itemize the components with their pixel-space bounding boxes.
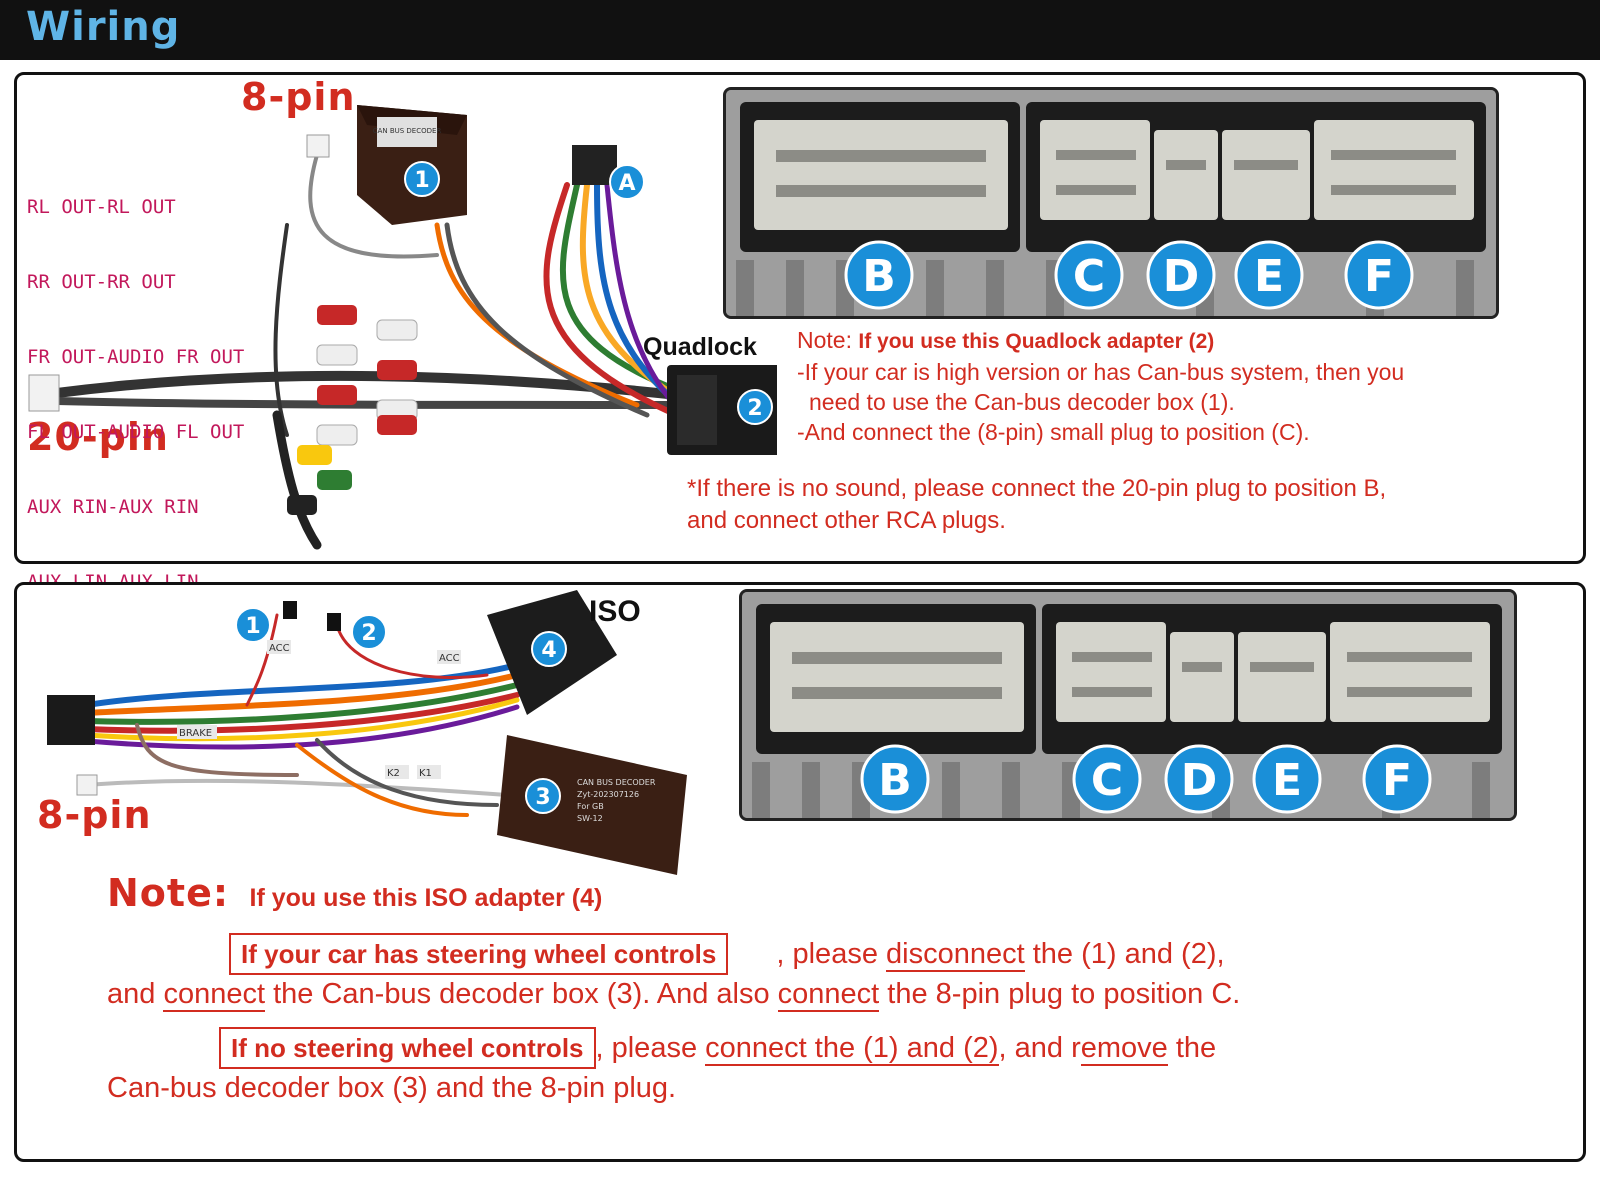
iso-harness-illustration: CAN BUS DECODER Zyt-202307126 For GB SW-…: [47, 590, 687, 875]
rca-mapping-list: RL OUT-RL OUT RR OUT-RR OUT FR OUT-AUDIO…: [27, 145, 244, 645]
position-e-badge: E: [1252, 744, 1322, 818]
svg-text:CAN BUS DECODER: CAN BUS DECODER: [577, 778, 656, 787]
marker-a: A: [609, 164, 645, 200]
text-span: the Can-bus decoder box (3). And also: [265, 978, 778, 1010]
underline-connect: connect: [163, 978, 266, 1012]
text-span: the: [1167, 1032, 1217, 1064]
svg-text:2: 2: [747, 396, 762, 421]
svg-text:C: C: [1073, 251, 1105, 302]
text-span: the (1) and (2),: [1024, 938, 1225, 970]
steering-controls-box: If your car has steering wheel controls: [229, 933, 729, 975]
note-line: -If your car is high version or has Can-…: [797, 359, 1405, 385]
svg-text:F: F: [1364, 251, 1394, 302]
underline-connect-1-2: connect the (1) and (2): [705, 1032, 999, 1066]
label-20-pin: 20-pin: [27, 415, 169, 459]
head-unit-connector-photo-bottom: B C D E F: [739, 589, 1517, 821]
svg-text:3: 3: [535, 785, 550, 810]
note-prefix: Note:: [107, 871, 230, 915]
quadlock-note: Note: If you use this Quadlock adapter (…: [797, 325, 1557, 447]
note-prefix: Note:: [797, 327, 852, 353]
tip-line: and connect other RCA plugs.: [687, 507, 1006, 534]
header-bar: Wiring: [0, 0, 1600, 60]
no-sound-tip: *If there is no sound, please connect th…: [687, 473, 1567, 537]
position-d-badge: D: [1146, 240, 1216, 315]
svg-text:For GB: For GB: [577, 802, 604, 811]
iso-panel: CAN BUS DECODER Zyt-202307126 For GB SW-…: [14, 582, 1586, 1162]
page-title: Wiring: [26, 4, 181, 50]
position-b-badge: B: [860, 744, 930, 818]
no-steering-controls-box: If no steering wheel controls: [219, 1027, 596, 1069]
marker-4: 4: [531, 631, 567, 667]
note-line: need to use the Can-bus decoder box (1).: [809, 389, 1235, 415]
underline-disconnect: disconnect: [886, 938, 1025, 972]
text-span: , please: [776, 938, 887, 970]
label-iso: ISO: [589, 595, 641, 628]
no-steering-controls-paragraph: If no steering wheel controls, please co…: [107, 1027, 1537, 1107]
label-8-pin-bottom: 8-pin: [37, 793, 152, 837]
position-b-badge: B: [844, 240, 914, 315]
rca-item: FR OUT-AUDIO FR OUT: [27, 346, 245, 368]
svg-text:2: 2: [361, 621, 376, 646]
svg-text:E: E: [1254, 251, 1284, 302]
rca-item: RL OUT-RL OUT: [27, 196, 176, 218]
wire-tag-k2: K2: [387, 768, 400, 779]
decoder-box-3-text: CAN BUS DECODER Zyt-202307126 For GB SW-…: [577, 778, 656, 823]
quadlock-harness-illustration: CAN BUS DECODER 1 A 2: [28, 105, 777, 550]
label-8-pin: 8-pin: [241, 75, 356, 119]
head-unit-connector-photo-top: B C D E F: [723, 87, 1499, 319]
underline-remove: emove: [1080, 1032, 1168, 1066]
text-span: the 8-pin plug to position C.: [879, 978, 1241, 1010]
marker-1: 1: [235, 607, 271, 643]
svg-text:A: A: [618, 171, 635, 196]
wire-tag-brake: BRAKE: [179, 728, 212, 739]
note-title: If you use this Quadlock adapter (2): [858, 330, 1215, 353]
underline-connect-2: connect: [777, 978, 880, 1012]
svg-text:C: C: [1091, 755, 1123, 806]
text-line: Can-bus decoder box (3) and the 8-pin pl…: [107, 1072, 677, 1104]
rca-item: FL OUT-AUDIO FL OUT: [27, 421, 245, 443]
svg-text:B: B: [878, 755, 912, 806]
wire-tag-acc: ACC: [269, 643, 290, 654]
wire-tag-k1: K1: [419, 768, 432, 779]
position-e-badge: E: [1234, 240, 1304, 315]
svg-text:D: D: [1163, 251, 1200, 302]
svg-text:F: F: [1382, 755, 1412, 806]
position-c-badge: C: [1072, 744, 1142, 818]
rca-item: RR OUT-RR OUT: [27, 271, 176, 293]
steering-controls-paragraph: If your car has steering wheel controls,…: [107, 933, 1537, 1013]
marker-2: 2: [737, 389, 773, 425]
position-c-badge: C: [1054, 240, 1124, 315]
note-title: If you use this ISO adapter (4): [249, 884, 603, 912]
decoder-box-label: CAN BUS DECODER: [373, 127, 442, 135]
marker-1: 1: [404, 161, 440, 197]
svg-text:4: 4: [541, 638, 556, 663]
marker-3: 3: [525, 778, 561, 814]
iso-note-heading: Note: If you use this ISO adapter (4): [107, 871, 602, 915]
svg-text:1: 1: [414, 168, 429, 193]
text-span: , and r: [998, 1032, 1081, 1064]
position-f-badge: F: [1362, 744, 1432, 818]
svg-text:Zyt-202307126: Zyt-202307126: [577, 790, 639, 799]
svg-text:D: D: [1181, 755, 1218, 806]
text-span: and: [107, 978, 164, 1010]
text-span: , please: [595, 1032, 706, 1064]
tip-line: *If there is no sound, please connect th…: [687, 475, 1387, 502]
svg-text:SW-12: SW-12: [577, 814, 603, 823]
label-quadlock: Quadlock: [643, 333, 757, 361]
rca-item: AUX RIN-AUX RIN: [27, 496, 199, 518]
position-f-badge: F: [1344, 240, 1414, 315]
position-d-badge: D: [1164, 744, 1234, 818]
svg-text:E: E: [1272, 755, 1302, 806]
marker-2: 2: [351, 614, 387, 650]
svg-text:1: 1: [245, 614, 260, 639]
svg-text:B: B: [862, 251, 896, 302]
wire-tag-acc-2: ACC: [439, 653, 460, 664]
note-line: -And connect the (8-pin) small plug to p…: [797, 419, 1310, 445]
quadlock-panel: CAN BUS DECODER 1 A 2 8-pin 20-pin Quadl…: [14, 72, 1586, 593]
